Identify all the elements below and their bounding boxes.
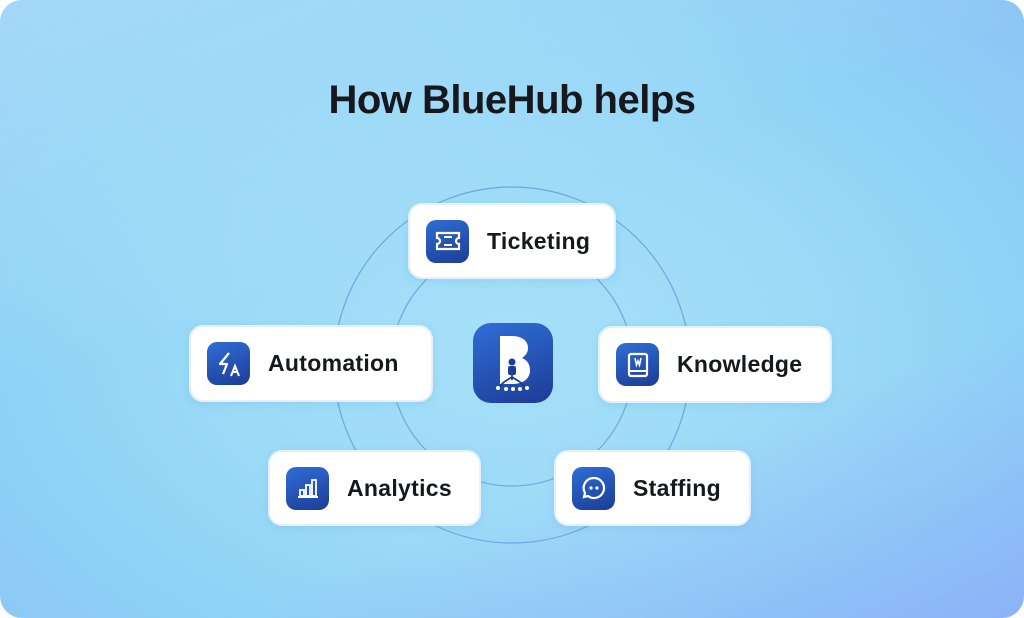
feature-card-analytics: Analytics — [268, 450, 481, 526]
feature-label: Ticketing — [487, 227, 591, 254]
page-title: How BlueHub helps — [328, 78, 696, 122]
ticket-icon — [426, 219, 469, 263]
feature-label: Automation — [268, 350, 399, 376]
feature-label: Analytics — [347, 474, 452, 501]
chat-bubble-icon — [572, 466, 615, 510]
bluehub-logo-icon — [473, 323, 553, 403]
feature-label: Staffing — [633, 474, 721, 501]
feature-label: Knowledge — [677, 351, 803, 377]
book-icon — [616, 343, 659, 386]
lightning-automation-icon — [207, 342, 250, 385]
feature-card-knowledge: Knowledge — [598, 326, 832, 403]
bar-chart-icon — [286, 466, 329, 510]
feature-card-ticketing: Ticketing — [408, 203, 616, 279]
feature-card-staffing: Staffing — [554, 450, 751, 526]
feature-card-automation: Automation — [189, 325, 433, 402]
